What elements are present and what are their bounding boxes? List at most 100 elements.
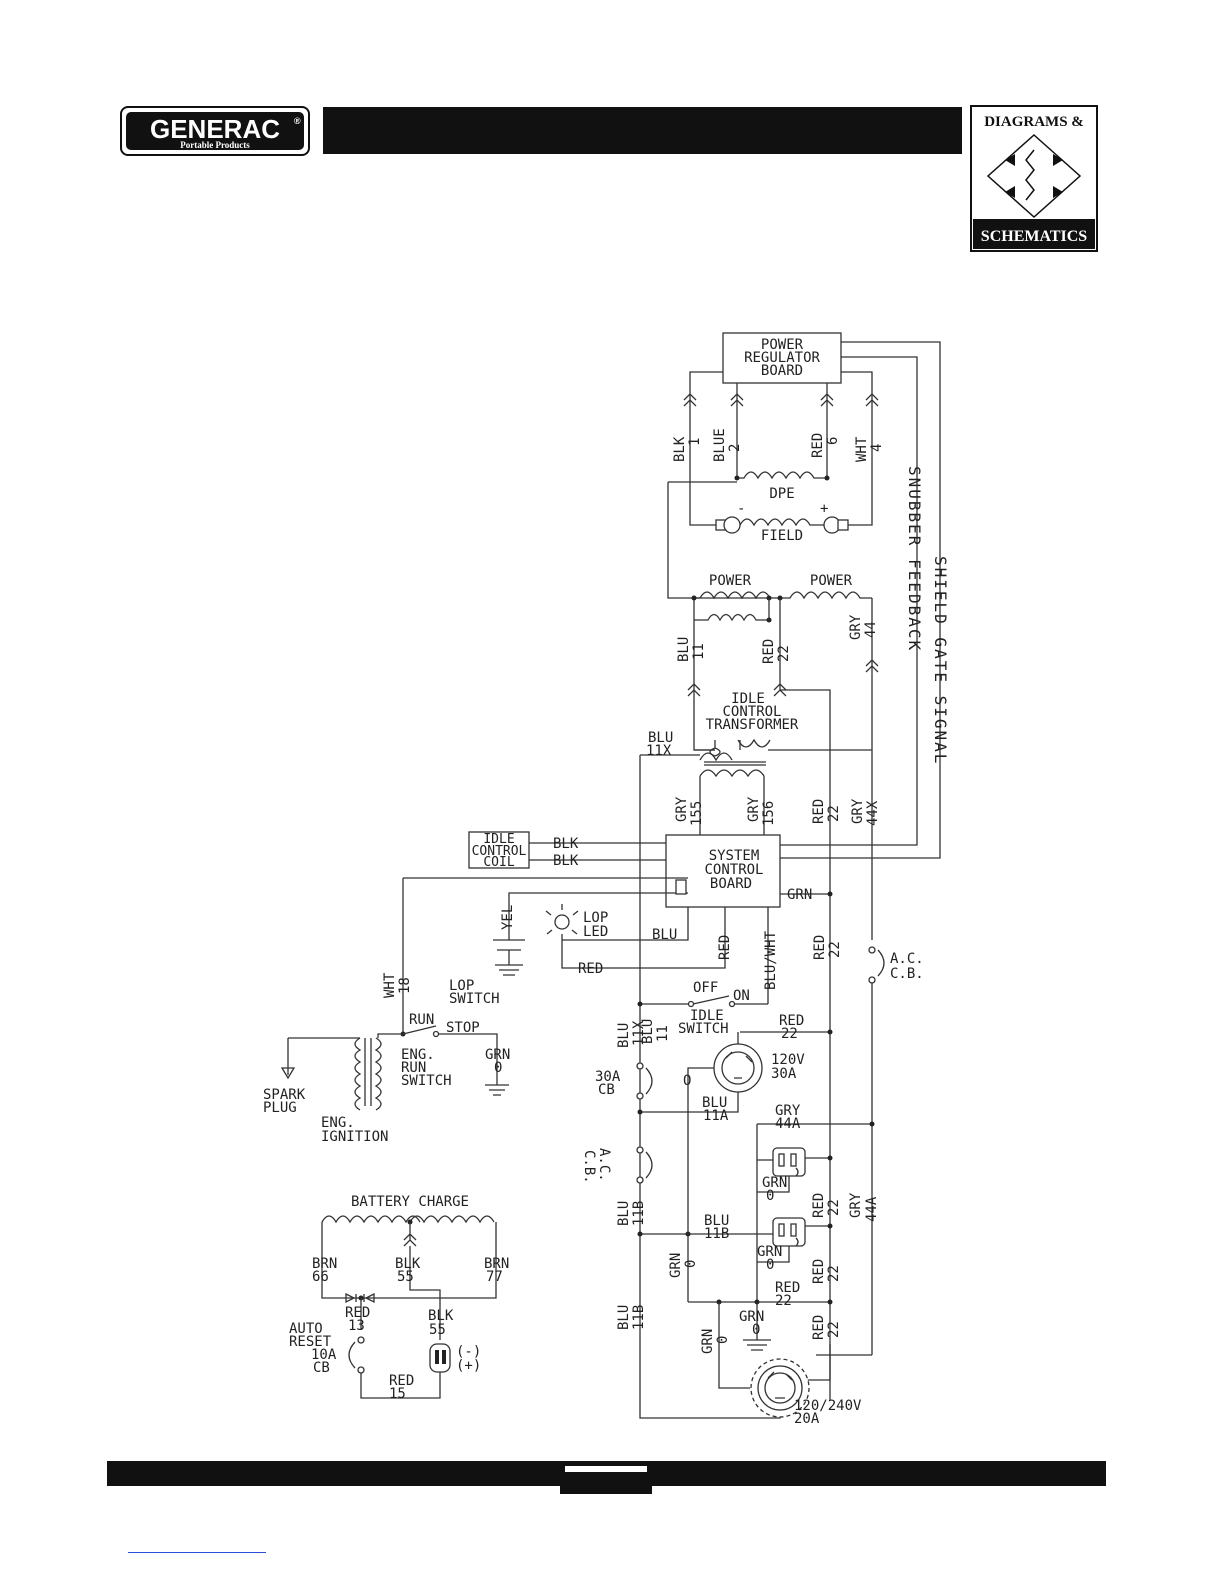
lop-switch-label-2: SWITCH (449, 991, 500, 1007)
red22c-label-b: 22 (827, 941, 843, 958)
scb-label-1: SYSTEM (709, 848, 760, 864)
shield-gate-signal-label: SHIELD GATE SIGNAL (931, 556, 950, 765)
header-bar (323, 107, 962, 154)
blu11b-label-a: BLU (616, 1201, 632, 1226)
lop-led-label-2: LED (583, 924, 608, 940)
field-minus: - (737, 501, 745, 517)
idle-switch-blade (692, 995, 730, 1005)
blu11-b-label-a: BLU (640, 1019, 656, 1044)
red22e-label-a: RED (811, 1193, 827, 1218)
red15-label-a: RED (389, 1373, 414, 1389)
brn66-label-a: BRN (312, 1256, 337, 1272)
grn0-v-label-a: GRN (668, 1253, 684, 1278)
ict-secondary (699, 769, 765, 778)
run-label: RUN (409, 1012, 434, 1028)
red22f-label-a: RED (811, 1259, 827, 1284)
wht4-label-b: 4 (869, 444, 885, 452)
ignition-primary (354, 1037, 362, 1111)
duplex-outlet-upper (772, 1147, 806, 1177)
gry44a-label-b: 44A (775, 1116, 801, 1132)
red13-label-a: RED (345, 1305, 370, 1321)
auto-reset-label-2: RESET (289, 1334, 332, 1350)
spark-plug-arrow (280, 1038, 296, 1080)
grn0-e-label-b: 0 (715, 1336, 731, 1344)
gry44a-label-a: GRY (775, 1103, 801, 1119)
ers-label-3: SWITCH (401, 1073, 452, 1089)
red22g-label-a: RED (775, 1280, 800, 1296)
auto-reset-label-3: 10A (311, 1347, 337, 1363)
blu11-label-a: BLU (676, 637, 692, 662)
stop-label: STOP (446, 1020, 480, 1036)
footer-link-underline[interactable] (128, 1552, 266, 1553)
gry44a-v-label-b: 44A (864, 1196, 880, 1222)
blu-label: BLU (652, 927, 677, 943)
power-left-label: POWER (709, 573, 752, 589)
wht18-label-b: 18 (397, 977, 413, 994)
blu11x-label-a: BLU (648, 730, 673, 746)
blu11-label-b: 11 (691, 643, 707, 660)
blu11b-h-label-b: 11B (704, 1226, 729, 1242)
red22-label-a: RED (761, 639, 777, 664)
ignition-secondary (374, 1037, 382, 1111)
diodes (345, 1292, 375, 1304)
cb30a-label-1: 30A (595, 1069, 621, 1085)
blue2-label-a: BLUE (712, 428, 728, 462)
blk1-label-b: 1 (687, 438, 703, 446)
power-regulator-board (722, 332, 842, 384)
r120v30a-label-2: 30A (771, 1066, 797, 1082)
receptacle-120v-30a (713, 1043, 763, 1093)
blu11x-label-b: 11X (646, 743, 672, 759)
grn0-label-a: GRN (485, 1047, 510, 1063)
wht4-label-a: WHT (854, 436, 870, 462)
red22b-label-a: RED (811, 799, 827, 824)
bridge-rectifier-icon (986, 133, 1082, 219)
blu11b-v-label-b: 11B (631, 1305, 647, 1330)
lop-switch-symbol (493, 939, 525, 976)
idle-switch-label-1: IDLE (690, 1008, 724, 1024)
grn0-v-label-b: 0 (683, 1260, 699, 1268)
system-control-board (665, 834, 781, 908)
ict-core (704, 761, 766, 766)
brn77-label-b: 77 (486, 1269, 503, 1285)
blk1-label-a: BLK (672, 436, 688, 462)
ict-label-2: CONTROL (722, 704, 781, 720)
plus-label: (+) (456, 1358, 481, 1374)
field-label: FIELD (761, 528, 803, 544)
field-winding (739, 518, 824, 527)
lop-led-icon (545, 904, 579, 940)
blu11x-b-label-b: 11X (631, 1020, 647, 1046)
cb30a-label-2: CB (598, 1082, 615, 1098)
ac-cb-right-2: C.B. (890, 966, 924, 982)
red22c-label-a: RED (812, 935, 828, 960)
red6-label-a: RED (810, 433, 826, 458)
gry155-label-b: 155 (689, 801, 705, 826)
red22h-label-a: RED (811, 1315, 827, 1340)
gry44a-v-label-a: GRY (848, 1192, 864, 1218)
grn0-label-b: 0 (494, 1060, 502, 1076)
auto-reset-label-4: CB (313, 1360, 330, 1376)
red22-label-b: 22 (776, 645, 792, 662)
grn0-d-label-a: GRN (739, 1309, 764, 1325)
prb-label-1: POWER (761, 337, 804, 353)
red22h-label-b: 22 (826, 1321, 842, 1338)
red15-label-b: 15 (389, 1386, 406, 1402)
diagrams-schematics-badge: DIAGRAMS & SCHEMATICS (970, 105, 1098, 252)
r120240v-label-1: 120/240V (794, 1398, 862, 1414)
blu11x-b-label-a: BLU (616, 1023, 632, 1048)
badge-bottom-text: SCHEMATICS (981, 228, 1087, 245)
on-label: ON (733, 988, 750, 1004)
scb-label-3: BOARD (710, 876, 752, 892)
blu-wht-label: BLU/WHT (763, 930, 779, 990)
blk-b-label: BLK (553, 853, 579, 869)
field-plus: + (820, 501, 828, 517)
blue2-label-b: 2 (727, 444, 743, 452)
ict-label-1: IDLE (731, 691, 765, 707)
power-winding-left-bottom (693, 598, 769, 622)
power-winding-left-top (694, 591, 771, 600)
ers-label-2: RUN (401, 1060, 426, 1076)
prb-label-2: REGULATOR (744, 350, 820, 366)
grn0-b-label-b: 0 (766, 1188, 774, 1204)
ac-cb-right-1: A.C. (890, 951, 924, 967)
ict-label-3: TRANSFORMER (706, 717, 799, 733)
